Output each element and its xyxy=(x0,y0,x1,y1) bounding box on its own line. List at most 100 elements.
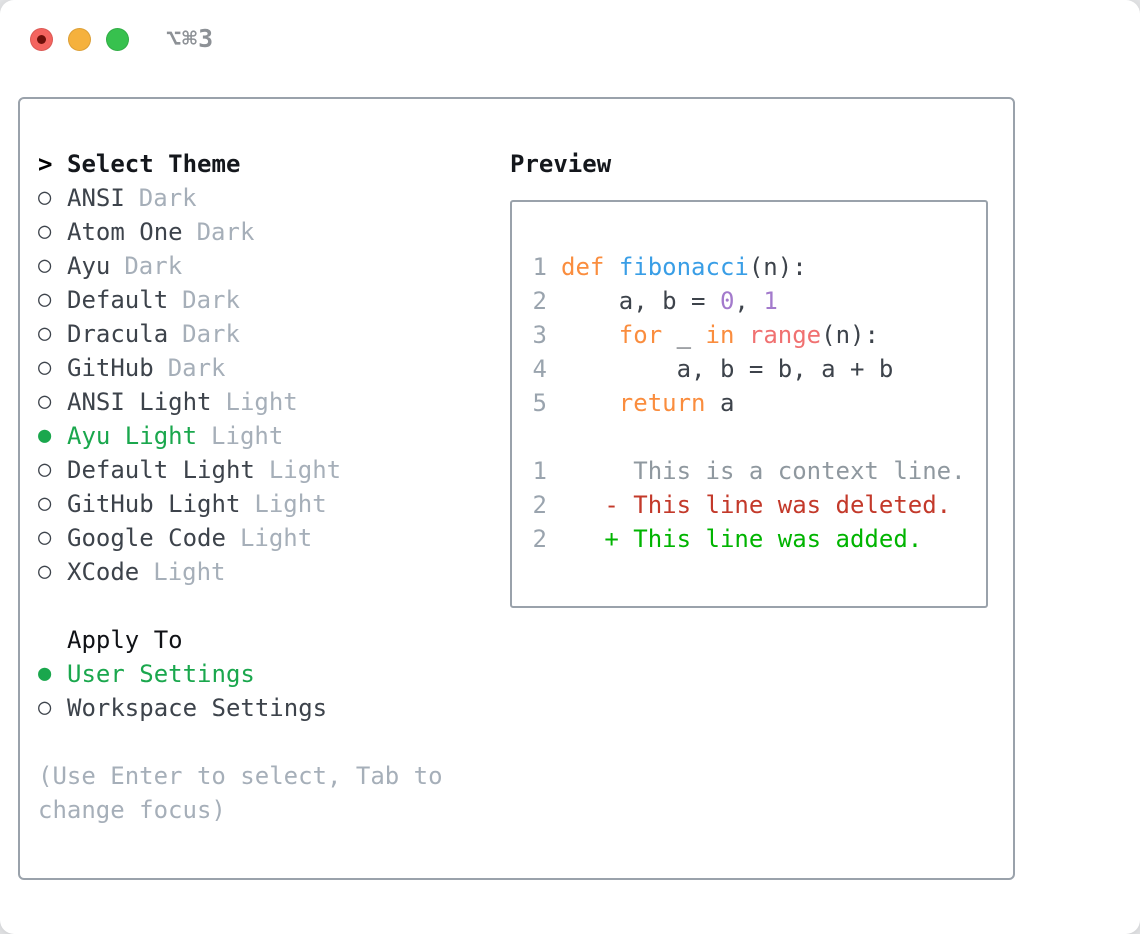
minimize-button[interactable] xyxy=(68,28,91,51)
close-button[interactable] xyxy=(30,28,53,51)
code-line: 2 - This line was deleted. xyxy=(532,488,972,522)
variant-label: Dark xyxy=(167,354,226,382)
apply-option-user-settings[interactable]: ● User Settings xyxy=(38,657,458,691)
option-label: Default xyxy=(67,286,169,314)
code-token xyxy=(604,253,618,281)
zoom-button[interactable] xyxy=(106,28,129,51)
code-token: fibonacci xyxy=(618,253,749,281)
preview-heading: Preview xyxy=(510,150,612,178)
option-label: Google Code xyxy=(67,524,226,552)
line-number: 1 xyxy=(532,457,547,485)
radio-unselected-icon: ○ xyxy=(38,695,52,720)
line-number: 2 xyxy=(532,287,547,315)
close-button-dot xyxy=(37,35,46,44)
radio-unselected-icon: ○ xyxy=(38,389,52,414)
code-token: a xyxy=(705,389,735,417)
variant-label: Light xyxy=(225,388,298,416)
option-label: XCode xyxy=(67,558,140,586)
option-label: Ayu xyxy=(67,252,111,280)
code-token: + This line was added. xyxy=(561,525,923,553)
apply-option-workspace-settings[interactable]: ○ Workspace Settings xyxy=(38,691,458,725)
theme-option-github-dark[interactable]: ○ GitHub Dark xyxy=(38,351,458,385)
variant-label: Light xyxy=(211,422,284,450)
variant-label: Dark xyxy=(182,286,240,314)
variant-label: Dark xyxy=(182,320,240,348)
option-label: Default Light xyxy=(67,456,255,484)
code-line: 5 return a xyxy=(532,386,972,420)
code-token: 0 xyxy=(719,287,735,315)
theme-option-default-light-light[interactable]: ○ Default Light Light xyxy=(38,453,458,487)
theme-option-google-code-light[interactable]: ○ Google Code Light xyxy=(38,521,458,555)
apply-to-list: ● User Settings ○ Workspace Settings xyxy=(38,657,458,725)
radio-unselected-icon: ○ xyxy=(38,525,52,550)
traffic-lights xyxy=(30,28,129,51)
radio-unselected-icon: ○ xyxy=(38,491,52,516)
code-token: This is a context line. xyxy=(561,457,966,485)
theme-option-ayu-light-light[interactable]: ● Ayu Light Light xyxy=(38,419,458,453)
option-label: User Settings xyxy=(67,660,255,688)
theme-option-ayu-dark[interactable]: ○ Ayu Dark xyxy=(38,249,458,283)
radio-unselected-icon: ○ xyxy=(38,355,52,380)
code-line: 1 def fibonacci(n): xyxy=(532,250,972,284)
code-line xyxy=(532,420,972,454)
radio-selected-icon: ● xyxy=(38,661,52,686)
option-label: GitHub xyxy=(67,354,154,382)
code-token xyxy=(561,389,619,417)
window-title: ⌥⌘3 xyxy=(166,24,215,53)
prompt-icon: > xyxy=(38,150,53,178)
variant-label: Light xyxy=(268,456,342,484)
select-theme-header: > Select Theme xyxy=(38,147,458,181)
code-line: 2 a, b = 0, 1 xyxy=(532,284,972,318)
keyboard-hint: (Use Enter to select, Tab to change focu… xyxy=(38,762,443,824)
code-token: range xyxy=(748,321,822,349)
option-label: Ayu Light xyxy=(67,422,198,450)
radio-unselected-icon: ○ xyxy=(38,457,52,482)
code-token: _ xyxy=(662,321,706,349)
line-number: 2 xyxy=(532,525,547,553)
radio-selected-icon: ● xyxy=(38,423,52,448)
variant-label: Dark xyxy=(124,252,183,280)
apply-to-heading: Apply To xyxy=(67,626,183,654)
code-line: 2 + This line was added. xyxy=(532,522,972,556)
radio-unselected-icon: ○ xyxy=(38,287,52,312)
code-token: def xyxy=(561,253,605,281)
radio-unselected-icon: ○ xyxy=(38,253,52,278)
code-token: a, b = xyxy=(561,287,720,315)
code-token: - This line was deleted. xyxy=(561,491,952,519)
option-label: Dracula xyxy=(67,320,169,348)
code-token: a, b = b, a + b xyxy=(561,355,894,383)
line-number: 1 xyxy=(532,253,547,281)
code-token xyxy=(561,321,619,349)
code-token: in xyxy=(705,321,735,349)
variant-label: Light xyxy=(254,490,327,518)
radio-unselected-icon: ○ xyxy=(38,219,52,244)
code-token: 1 xyxy=(763,287,778,315)
code-token: for xyxy=(618,321,663,349)
code-token: , xyxy=(734,287,764,315)
select-theme-heading: Select Theme xyxy=(67,150,241,178)
code-line: 3 for _ in range(n): xyxy=(532,318,972,352)
radio-unselected-icon: ○ xyxy=(38,185,52,210)
theme-option-default-dark[interactable]: ○ Default Dark xyxy=(38,283,458,317)
variant-label: Light xyxy=(239,524,313,552)
option-label: Workspace Settings xyxy=(67,694,328,722)
code-token: (n): xyxy=(748,253,807,281)
code-token xyxy=(734,321,748,349)
code-line: 4 a, b = b, a + b xyxy=(532,352,972,386)
code-token: return xyxy=(618,389,706,417)
radio-unselected-icon: ○ xyxy=(38,559,52,584)
title-bar: ⌥⌘3 xyxy=(0,0,1140,97)
